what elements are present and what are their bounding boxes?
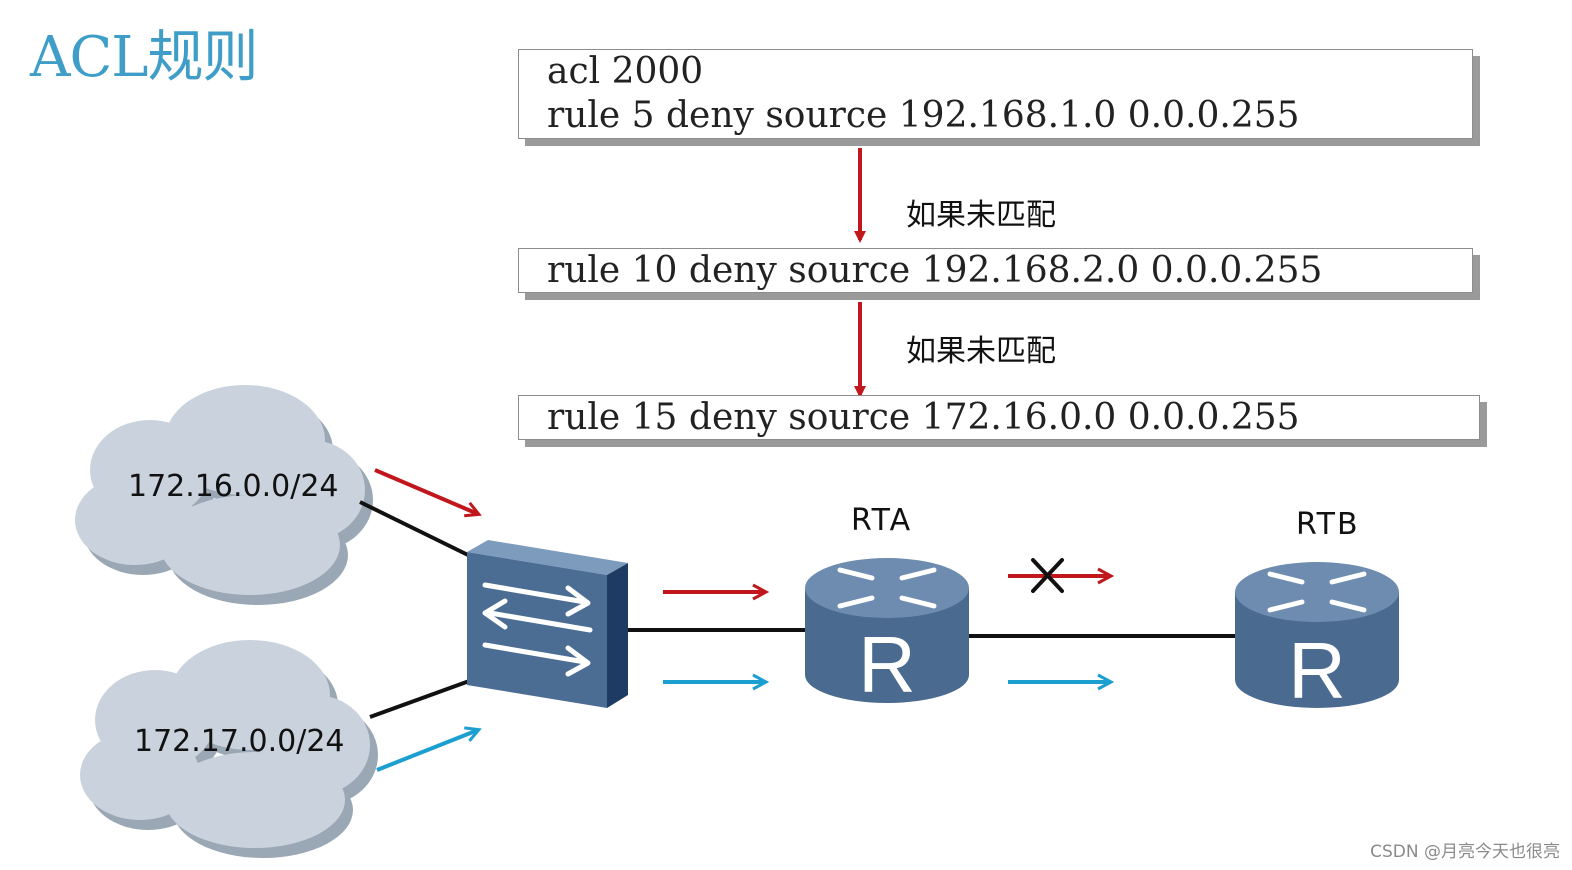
router-label-rta: RTA xyxy=(851,503,913,538)
rule-15-text: rule 15 deny source 172.16.0.0 0.0.0.255 xyxy=(547,397,1300,438)
cloud-icon xyxy=(75,385,373,605)
blue-traffic-arrow xyxy=(376,730,478,772)
page-title: ACL规则 xyxy=(30,25,258,90)
svg-text:R: R xyxy=(858,620,916,709)
rule-10-text: rule 10 deny source 192.168.2.0 0.0.0.25… xyxy=(547,250,1323,291)
network-label-172-16: 172.16.0.0/24 xyxy=(128,469,339,504)
link-cloud1-switch xyxy=(359,500,469,557)
acl-rule-box-3: rule 15 deny source 172.16.0.0 0.0.0.255 xyxy=(518,395,1480,440)
cloud-icon xyxy=(80,640,378,858)
watermark: CSDN @月亮今天也很亮 xyxy=(1370,842,1560,862)
svg-text:R: R xyxy=(1288,626,1346,715)
router-label-rtb: RTB xyxy=(1296,507,1360,542)
network-label-172-17: 172.17.0.0/24 xyxy=(134,724,345,759)
router-icon: R xyxy=(1235,562,1399,715)
acl-command: acl 2000 xyxy=(547,51,704,92)
red-traffic-arrow xyxy=(374,468,478,514)
x-mark-icon xyxy=(1031,558,1064,593)
acl-rule-box-1: acl 2000 rule 5 deny source 192.168.1.0 … xyxy=(518,49,1473,139)
router-icon: R xyxy=(805,558,969,709)
link-cloud2-switch xyxy=(369,678,473,719)
switch-icon xyxy=(467,540,628,708)
flow-note-1: 如果未匹配 xyxy=(906,198,1056,233)
acl-rule-box-2: rule 10 deny source 192.168.2.0 0.0.0.25… xyxy=(518,248,1473,293)
rule-5-text: rule 5 deny source 192.168.1.0 0.0.0.255 xyxy=(547,95,1300,136)
flow-note-2: 如果未匹配 xyxy=(906,334,1056,369)
